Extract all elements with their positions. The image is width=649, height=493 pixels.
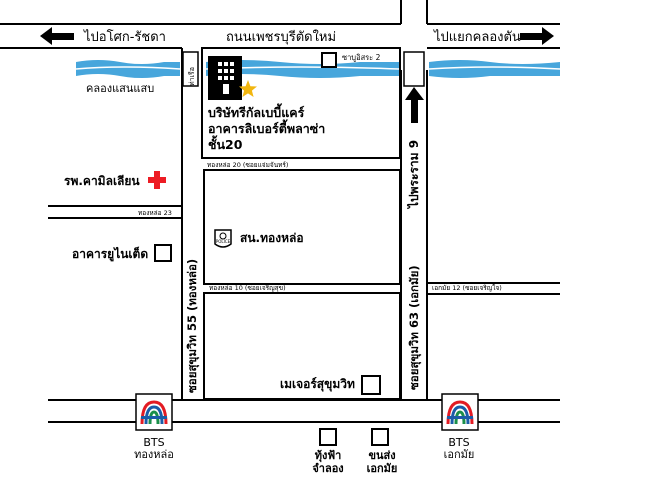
road-thonglor20-label: ทองหล่อ 20 (ซอยแจ่มจันทร์) xyxy=(207,161,288,169)
pier-markers xyxy=(182,51,425,87)
company-name: บริษัทรีกัลเบบี้แคร์ xyxy=(208,103,305,120)
bus-terminal-box-icon xyxy=(371,428,389,446)
road-to-east-label: ไปแยกคลองตัน xyxy=(433,29,521,45)
bus-terminal-line1: ขนส่ง xyxy=(368,449,395,462)
market-label-line1: ทุ้งฟ้า xyxy=(315,449,342,463)
road-to-west-label: ไปอโศก-รัชดา xyxy=(83,29,166,45)
police-badge-text: POLICE xyxy=(216,239,231,244)
bts-ekamai-icon xyxy=(441,393,479,431)
building-box-icon xyxy=(154,244,172,262)
city-blocks xyxy=(201,47,401,400)
police-icon: POLICE xyxy=(214,229,232,248)
bts-thonglor-icon xyxy=(135,393,173,431)
arrow-right-icon xyxy=(520,27,554,45)
bts-thonglor-line2: ทองหล่อ xyxy=(134,448,174,461)
bus-terminal-line2: เอกมัย xyxy=(367,462,398,475)
canal-segment-middle xyxy=(206,60,399,78)
canal-segment-right xyxy=(429,60,560,78)
pier-left xyxy=(182,51,199,87)
red-cross-icon xyxy=(148,171,166,189)
canal-name-label: คลองแสนแสบ xyxy=(86,82,154,95)
wharf-box-icon xyxy=(321,52,337,68)
arrow-left-icon xyxy=(40,27,74,45)
united-building-label: อาคารยูไนเต็ด xyxy=(72,246,148,262)
road-thonglor23-label: ทองหล่อ 23 xyxy=(138,209,172,217)
canal-saen-saep xyxy=(75,60,561,78)
road-soi55-label: ซอยสุขุมวิท 55 (ทองหล่อ) xyxy=(185,259,200,393)
road-ekamai12-label: เอกมัย 12 (ซอยเจริญใจ) xyxy=(432,284,502,292)
wharf-sign-label: ซาบูอิสระ 2 xyxy=(342,53,381,62)
block-police xyxy=(203,169,401,285)
arrow-up-icon xyxy=(405,87,424,123)
major-box-icon xyxy=(361,375,381,395)
road-top-label: ถนนเพชรบุรีตัดใหม่ xyxy=(226,29,336,45)
canal-segment-left xyxy=(76,60,180,78)
hospital-label: รพ.คามิลเลียน xyxy=(64,174,140,188)
direction-arrows xyxy=(40,27,554,123)
police-station-label: สน.ทองหล่อ xyxy=(240,231,304,245)
building-icon xyxy=(208,56,242,100)
major-label: เมเจอร์สุขุมวิท xyxy=(280,377,355,392)
company-floor: ชั้น20 xyxy=(208,135,243,152)
company-building: อาคารลิเบอร์ตี้พลาซ่า xyxy=(208,119,325,136)
road-thonglor10-label: ทองหล่อ 10 (ซอยเจริญสุข) xyxy=(209,284,286,292)
bts-ekamai-line1: BTS xyxy=(448,436,469,449)
block-major xyxy=(203,292,401,400)
pier-right xyxy=(403,51,425,87)
road-rama9-label: ไปพระราม 9 xyxy=(406,140,421,210)
market-box-icon xyxy=(319,428,337,446)
star-icon xyxy=(239,80,257,97)
bts-thonglor-line1: BTS xyxy=(143,436,164,449)
bts-ekamai-line2: เอกมัย xyxy=(444,448,475,461)
pier-label: ท่าเรือ xyxy=(188,67,196,86)
road-soi63-label: ซอยสุขุมวิท 63 (เอกมัย) xyxy=(407,265,422,390)
market-label-line2: จำลอง xyxy=(312,462,343,475)
